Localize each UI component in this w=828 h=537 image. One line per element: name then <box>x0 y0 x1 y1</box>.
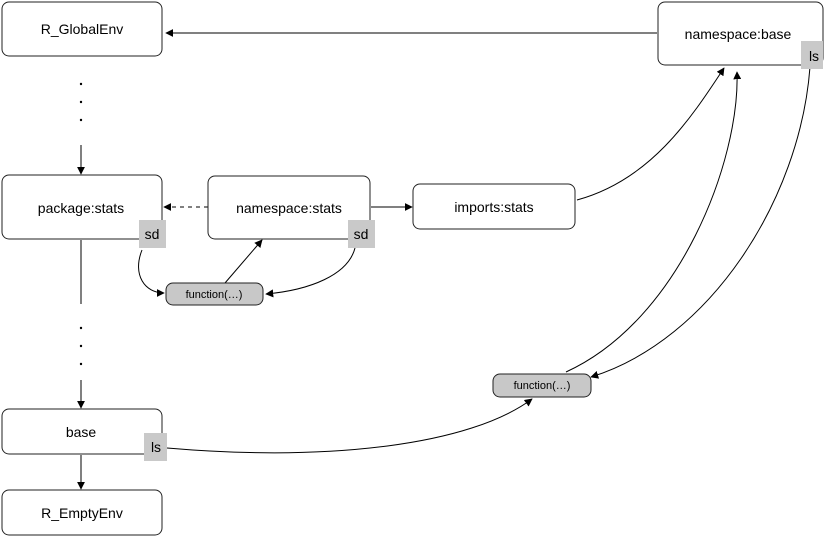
package-stats-sd-label: sd <box>145 226 160 242</box>
node-empty-env-label: R_EmptyEnv <box>41 505 123 521</box>
base-ls-label: ls <box>151 439 161 455</box>
edge-package-stats-sd-to-function <box>138 249 165 297</box>
edge-function-to-namespace-base <box>565 71 742 373</box>
node-global-env-label: R_GlobalEnv <box>41 21 124 37</box>
namespace-base-ls-label: ls <box>809 48 819 64</box>
node-namespace-stats-label: namespace:stats <box>236 200 342 216</box>
node-imports-stats-label: imports:stats <box>454 199 533 215</box>
edges: package:stats --> <box>77 29 811 490</box>
node-imports-stats: imports:stats <box>412 183 576 230</box>
edge-base-ls-to-function <box>166 398 533 454</box>
function-stats-label: function(…) <box>186 289 243 301</box>
node-base-label: base <box>66 424 97 440</box>
namespace-base-ls-tag <box>801 41 823 69</box>
node-global-env: R_GlobalEnv <box>1 1 163 57</box>
function-base-label: function(…) <box>514 380 571 392</box>
ellipsis-dots-upper <box>79 82 83 122</box>
node-empty-env: R_EmptyEnv <box>1 489 163 536</box>
edge-function-to-namespace-stats <box>224 239 263 284</box>
edge-namespace-base-ls-to-function <box>590 66 811 379</box>
node-namespace-stats: namespace:stats sd <box>207 175 375 248</box>
node-namespace-base: namespace:base ls <box>657 1 824 69</box>
function-stats: function(…) <box>165 282 264 306</box>
package-stats-sd-tag <box>139 220 166 248</box>
edge-namespace-stats-sd-to-function <box>265 247 356 298</box>
namespace-stats-sd-label: sd <box>354 226 369 242</box>
namespace-stats-sd-tag <box>348 220 375 248</box>
edge-imports-stats-to-namespace-base <box>576 67 725 201</box>
node-package-stats: package:stats sd <box>1 174 166 248</box>
ellipsis-dots-lower <box>79 326 83 366</box>
node-package-stats-label: package:stats <box>38 200 124 216</box>
node-base: base ls <box>1 408 167 461</box>
base-ls-tag <box>144 433 167 461</box>
node-namespace-base-label: namespace:base <box>685 26 792 42</box>
function-base: function(…) <box>492 373 592 398</box>
